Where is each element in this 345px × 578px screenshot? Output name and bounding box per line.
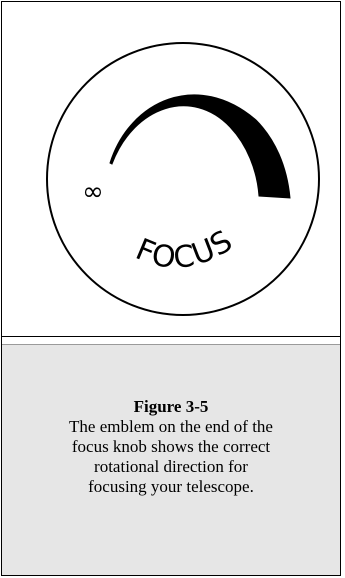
caption-line: focusing your telescope.: [10, 477, 332, 497]
caption-title: Figure 3-5: [2, 397, 340, 417]
figure-image-panel: ∞ FOCUS: [2, 2, 340, 337]
caption-line: The emblem on the end of the: [10, 417, 332, 437]
caption-line: focus knob shows the correct: [10, 437, 332, 457]
infinity-icon: ∞: [82, 177, 104, 207]
figure-caption: Figure 3-5 The emblem on the end of the …: [2, 344, 340, 575]
focus-knob-emblem: ∞ FOCUS: [2, 2, 342, 337]
caption-body: The emblem on the end of the focus knob …: [2, 417, 340, 497]
caption-line: rotational direction for: [10, 457, 332, 477]
